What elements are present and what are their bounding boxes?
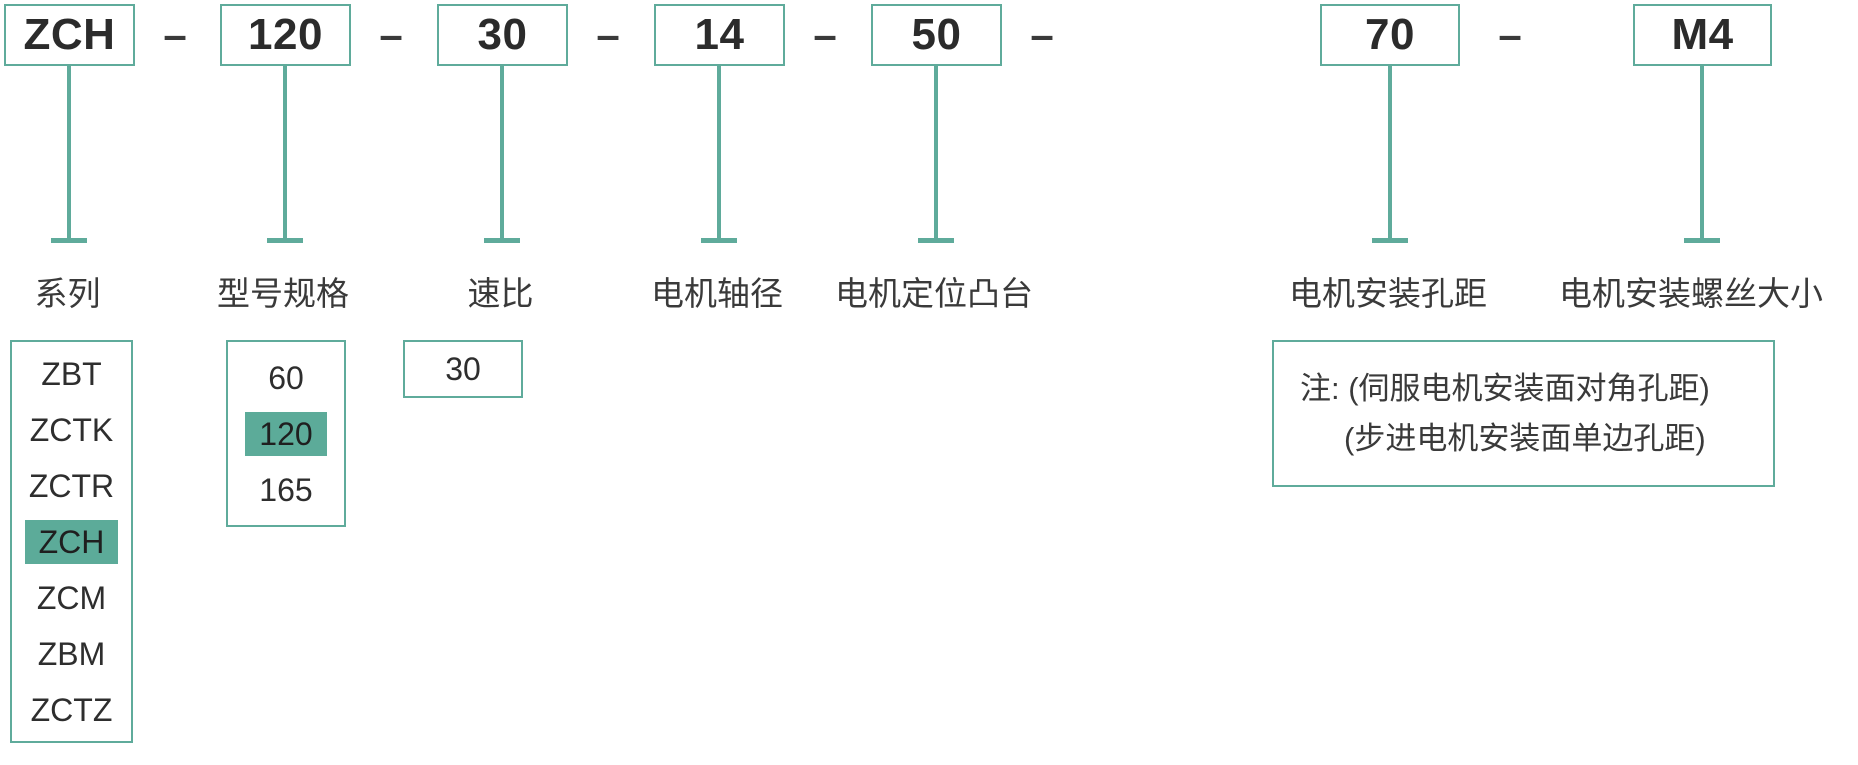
connector-stem-hole-spacing bbox=[1388, 66, 1392, 240]
connector-foot-ratio bbox=[484, 238, 520, 243]
connector-foot-screw-size bbox=[1684, 238, 1720, 243]
code-separator-5: – bbox=[1030, 11, 1054, 58]
code-separator-2: – bbox=[379, 11, 403, 58]
connector-foot-series bbox=[51, 238, 87, 243]
field-label-locating-boss: 电机定位凸台 bbox=[835, 275, 1033, 312]
field-label-shaft-diameter: 电机轴径 bbox=[651, 275, 783, 312]
connector-foot-locating-boss bbox=[918, 238, 954, 243]
series-option-zbm[interactable]: ZBM bbox=[37, 635, 106, 672]
model-spec-option-60[interactable]: 60 bbox=[268, 359, 304, 396]
model-spec-option-120[interactable]: 120 bbox=[245, 411, 327, 456]
note-line-stepper: (步进电机安装面单边孔距) bbox=[1344, 420, 1706, 456]
connector-stem-locating-boss bbox=[934, 66, 938, 240]
code-box-locating-boss[interactable]: 50 bbox=[871, 4, 1002, 66]
field-label-ratio: 速比 bbox=[467, 275, 534, 312]
ratio-value-box[interactable]: 30 bbox=[403, 340, 523, 398]
connector-stem-shaft-diameter bbox=[717, 66, 721, 240]
code-box-model-spec[interactable]: 120 bbox=[220, 4, 351, 66]
connector-foot-hole-spacing bbox=[1372, 238, 1408, 243]
series-option-zch[interactable]: ZCH bbox=[24, 519, 119, 564]
field-label-series: 系列 bbox=[34, 275, 101, 312]
series-option-zctz[interactable]: ZCTZ bbox=[30, 691, 113, 728]
note-box: 注: (伺服电机安装面对角孔距) (步进电机安装面单边孔距) bbox=[1272, 340, 1775, 487]
model-spec-option-165[interactable]: 165 bbox=[259, 471, 313, 508]
series-option-zcm[interactable]: ZCM bbox=[36, 579, 107, 616]
field-label-hole-spacing: 电机安装孔距 bbox=[1289, 275, 1487, 312]
code-separator-1: – bbox=[163, 11, 187, 58]
code-box-hole-spacing[interactable]: 70 bbox=[1320, 4, 1460, 66]
code-box-shaft-diameter[interactable]: 14 bbox=[654, 4, 785, 66]
connector-foot-shaft-diameter bbox=[701, 238, 737, 243]
model-spec-option-list[interactable]: 60 120 165 bbox=[226, 340, 346, 527]
code-separator-3: – bbox=[596, 11, 620, 58]
series-option-zctk[interactable]: ZCTK bbox=[29, 411, 114, 448]
note-line-servo: 注: (伺服电机安装面对角孔距) bbox=[1300, 370, 1710, 406]
field-label-model-spec: 型号规格 bbox=[217, 275, 349, 312]
series-option-list[interactable]: ZBT ZCTK ZCTR ZCH ZCM ZBM ZCTZ bbox=[10, 340, 133, 743]
code-separator-6: – bbox=[1498, 11, 1522, 58]
series-option-zbt[interactable]: ZBT bbox=[41, 355, 102, 392]
connector-stem-screw-size bbox=[1700, 66, 1704, 240]
code-box-series[interactable]: ZCH bbox=[4, 4, 135, 66]
code-box-ratio[interactable]: 30 bbox=[437, 4, 568, 66]
field-label-screw-size: 电机安装螺丝大小 bbox=[1559, 275, 1823, 312]
code-box-screw-size[interactable]: M4 bbox=[1633, 4, 1772, 66]
code-separator-4: – bbox=[813, 11, 837, 58]
series-option-zctr[interactable]: ZCTR bbox=[28, 467, 115, 504]
connector-stem-ratio bbox=[500, 66, 504, 240]
connector-stem-model-spec bbox=[283, 66, 287, 240]
connector-foot-model-spec bbox=[267, 238, 303, 243]
connector-stem-series bbox=[67, 66, 71, 240]
